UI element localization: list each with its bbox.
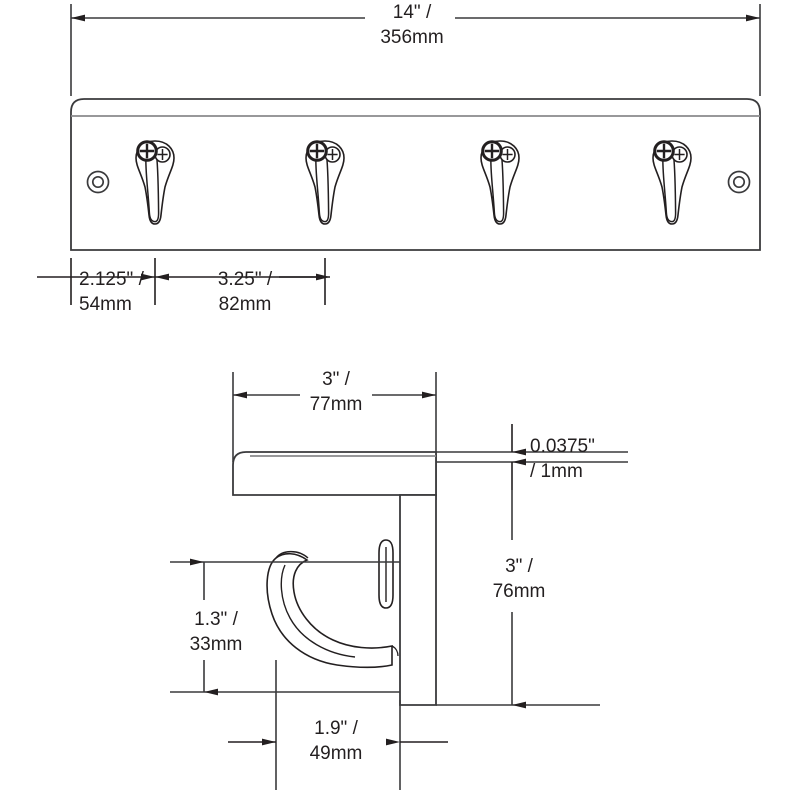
side-height-imperial: 3" / [505,556,534,577]
hook-projection-dimension: 1.9" / 49mm [228,660,448,790]
hook-drop-dimension: 1.3" / 33mm [170,558,400,696]
hook-drop-metric: 33mm [190,634,243,655]
front-elevation-view [70,98,761,251]
side-depth-imperial: 3" / [322,369,351,390]
overall-length-metric: 356mm [380,27,443,48]
overall-length-imperial: 14" / [393,2,432,23]
hook-inner-contour [280,564,356,658]
material-thickness-imperial: 0.0375" [530,436,595,457]
mounting-hole-right [727,170,751,194]
side-depth-metric: 77mm [310,394,363,415]
end-to-first-hook-metric: 54mm [79,294,132,315]
hook-spacing-metric: 82mm [219,294,272,315]
rail-body-outline [70,98,761,251]
hook-spacing-imperial: 3.25" / [218,269,273,290]
side-section-view [232,451,437,706]
hook-projection-imperial: 1.9" / [314,718,358,739]
overall-length-dimension: 14" / 356mm [70,2,761,96]
material-thickness-metric: / 1mm [530,461,583,482]
end-to-first-hook-imperial: 2.125" / [79,269,145,290]
mounting-hole-left [86,170,110,194]
hook-projection-metric: 49mm [310,743,363,764]
hook-plate-junction [391,645,399,657]
hook-spacing-dimensions: 2.125" / 54mm 3.25" / 82mm [37,258,330,315]
material-thickness-dimension: 0.0375" / 1mm [436,424,628,490]
hook-tip-lobe [275,550,309,559]
side-height-metric: 76mm [493,581,546,602]
hook-drop-imperial: 1.3" / [194,609,238,630]
back-plate-outline [399,494,437,706]
top-shelf-outline [232,451,437,496]
side-height-dimension: 3" / 76mm [436,490,600,709]
